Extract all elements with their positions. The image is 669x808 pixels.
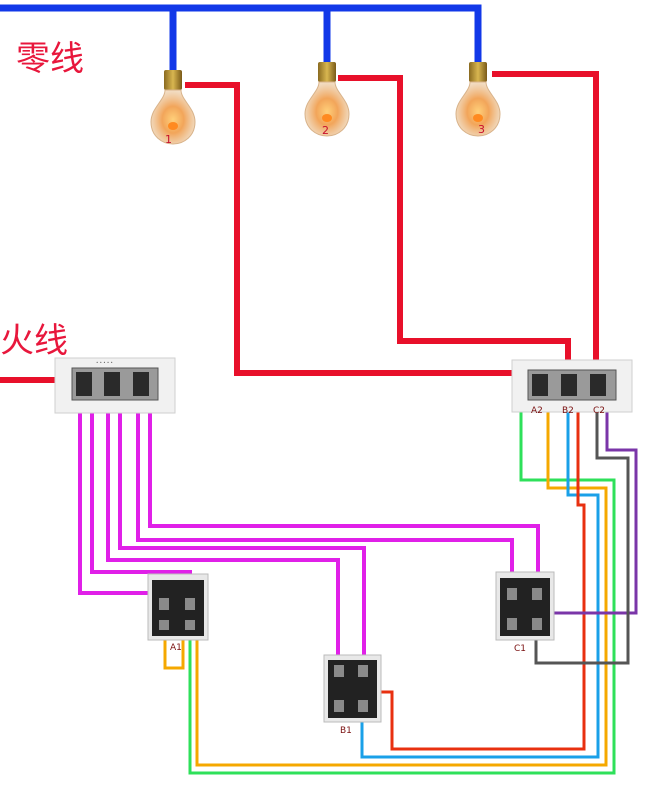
switch-b2-label: B2 — [562, 406, 574, 416]
switch-a1-terminal-3 — [159, 620, 169, 630]
switch-panel-1: • • • • • — [54, 357, 176, 414]
switch-panel-1-cell-a — [76, 372, 92, 396]
bulb-1-glass — [150, 89, 196, 145]
purple-wire — [510, 392, 638, 615]
switch-c1-terminal-2 — [532, 588, 542, 600]
bulb-3-return-wire — [492, 71, 599, 382]
bulb-2-glass — [304, 81, 350, 137]
magenta-wire-e — [136, 392, 514, 590]
switch-a1: A1 — [147, 573, 209, 653]
bulb-2-filament — [322, 114, 332, 122]
bulb-2-base — [318, 62, 336, 82]
switch-panel-1-cell-b — [104, 372, 120, 396]
bulb-3-filament — [473, 114, 483, 122]
switch-a1-terminal-4 — [185, 620, 195, 630]
switch-b1-terminal-2 — [358, 665, 368, 677]
magenta-wire-f — [148, 392, 540, 590]
bulb-2-return-wire — [338, 75, 571, 382]
switch-b1-terminal-3 — [334, 700, 344, 712]
bulb-1-filament — [168, 122, 178, 130]
magenta-wire-c — [106, 392, 340, 665]
orange-wire-outer — [195, 392, 608, 767]
bulb-2: 2 — [304, 62, 350, 137]
switch-panel-1-caption: • • • • • — [96, 360, 113, 365]
switch-panel-2-cell-c — [590, 374, 606, 396]
bulb-3-glass — [455, 81, 501, 137]
gray-wire — [534, 392, 630, 665]
switch-b1: B1 — [323, 654, 382, 736]
orange-wire-inner — [163, 628, 185, 670]
bulb-2-number: 2 — [322, 124, 329, 137]
switch-c1-terminal-3 — [507, 618, 517, 630]
switch-c1-label: C1 — [514, 644, 526, 654]
neutral-wires — [0, 4, 482, 74]
neutral-wire-label: 零线 — [16, 39, 84, 79]
bulb-3-number: 3 — [478, 123, 485, 136]
magenta-wire-d — [118, 392, 366, 665]
switch-c1-terminal-4 — [532, 618, 542, 630]
switch-c2-label: C2 — [593, 406, 605, 416]
bulb-3: 3 — [455, 62, 501, 137]
blue-wire — [360, 392, 600, 759]
switch-panel-2: A2 B2 C2 — [511, 359, 633, 416]
switch-panel-1-cell-c — [133, 372, 149, 396]
switch-c1: C1 — [495, 571, 555, 654]
switch-panel-2-cell-b — [561, 374, 577, 396]
switch-a1-label: A1 — [170, 643, 182, 653]
switch-c1-terminal-1 — [507, 588, 517, 600]
bulb-1-number: 1 — [165, 133, 172, 146]
switch-a2-label: A2 — [531, 406, 543, 416]
bulb-3-base — [469, 62, 487, 82]
bulb-1-base — [164, 70, 182, 90]
bulb-1: 1 — [150, 70, 196, 146]
switch-panel-2-cell-a — [532, 374, 548, 396]
switch-b1-label: B1 — [340, 726, 352, 736]
live-wires — [0, 71, 599, 383]
switch-a1-terminal-1 — [159, 598, 169, 610]
switch-a1-terminal-2 — [185, 598, 195, 610]
switch-b1-terminal-1 — [334, 665, 344, 677]
switch-b1-terminal-4 — [358, 700, 368, 712]
live-wire-label: 火线 — [0, 321, 68, 361]
return-wires — [163, 386, 638, 775]
